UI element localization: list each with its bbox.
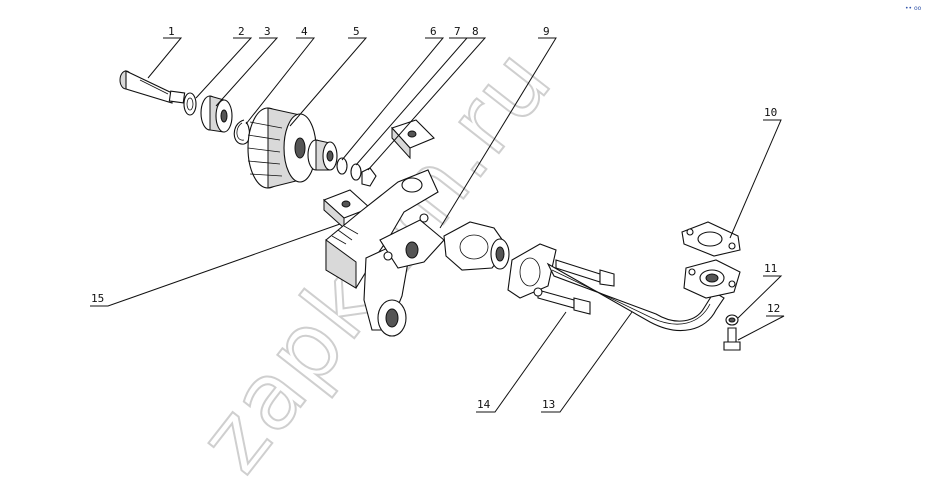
part-15-pump-body: [325, 169, 445, 337]
part-14-bolt-lower: [533, 287, 591, 315]
callout-4: 4: [301, 25, 308, 38]
part-4-snap-ring: [233, 119, 251, 145]
callout-9: 9: [543, 25, 550, 38]
part-5-bearing: [307, 139, 338, 171]
part-3-bearing: [200, 95, 233, 133]
callout-10: 10: [764, 106, 777, 119]
pipe-end-flange: [683, 259, 741, 299]
callout-15: 15: [91, 292, 104, 305]
part-14-bolt-upper: [555, 259, 615, 287]
part-7-washer: [350, 163, 362, 181]
part-9-gasket: [443, 221, 510, 271]
corner-mark: •• oo: [905, 5, 922, 12]
leader-lines: [90, 37, 785, 413]
pipe-flange: [507, 243, 557, 299]
callout-14: 14: [477, 398, 491, 411]
callout-1: 1: [168, 25, 175, 38]
callout-11: 11: [764, 262, 777, 275]
callout-13: 13: [542, 398, 555, 411]
part-12-bolt: [723, 327, 741, 351]
callout-6: 6: [430, 25, 437, 38]
part-2-washer: [183, 92, 197, 116]
callout-2: 2: [238, 25, 245, 38]
part-5-gear: [247, 107, 317, 189]
callout-12: 12: [767, 302, 780, 315]
callout-8: 8: [472, 25, 479, 38]
callout-labels: 1 2 3 4 5 6 7 8 9 10 11 12 13 14 15: [91, 25, 780, 411]
gasket-block-lower: [322, 189, 372, 230]
part-10-gasket: [681, 221, 741, 257]
callout-3: 3: [264, 25, 271, 38]
part-11-washer: [725, 314, 739, 326]
gasket-block-upper: [391, 119, 435, 160]
part-13-oil-pipe: [546, 262, 725, 331]
part-6-washer: [336, 157, 348, 175]
callout-7: 7: [454, 25, 461, 38]
part-1-shaft: [119, 70, 186, 104]
callout-5: 5: [353, 25, 360, 38]
